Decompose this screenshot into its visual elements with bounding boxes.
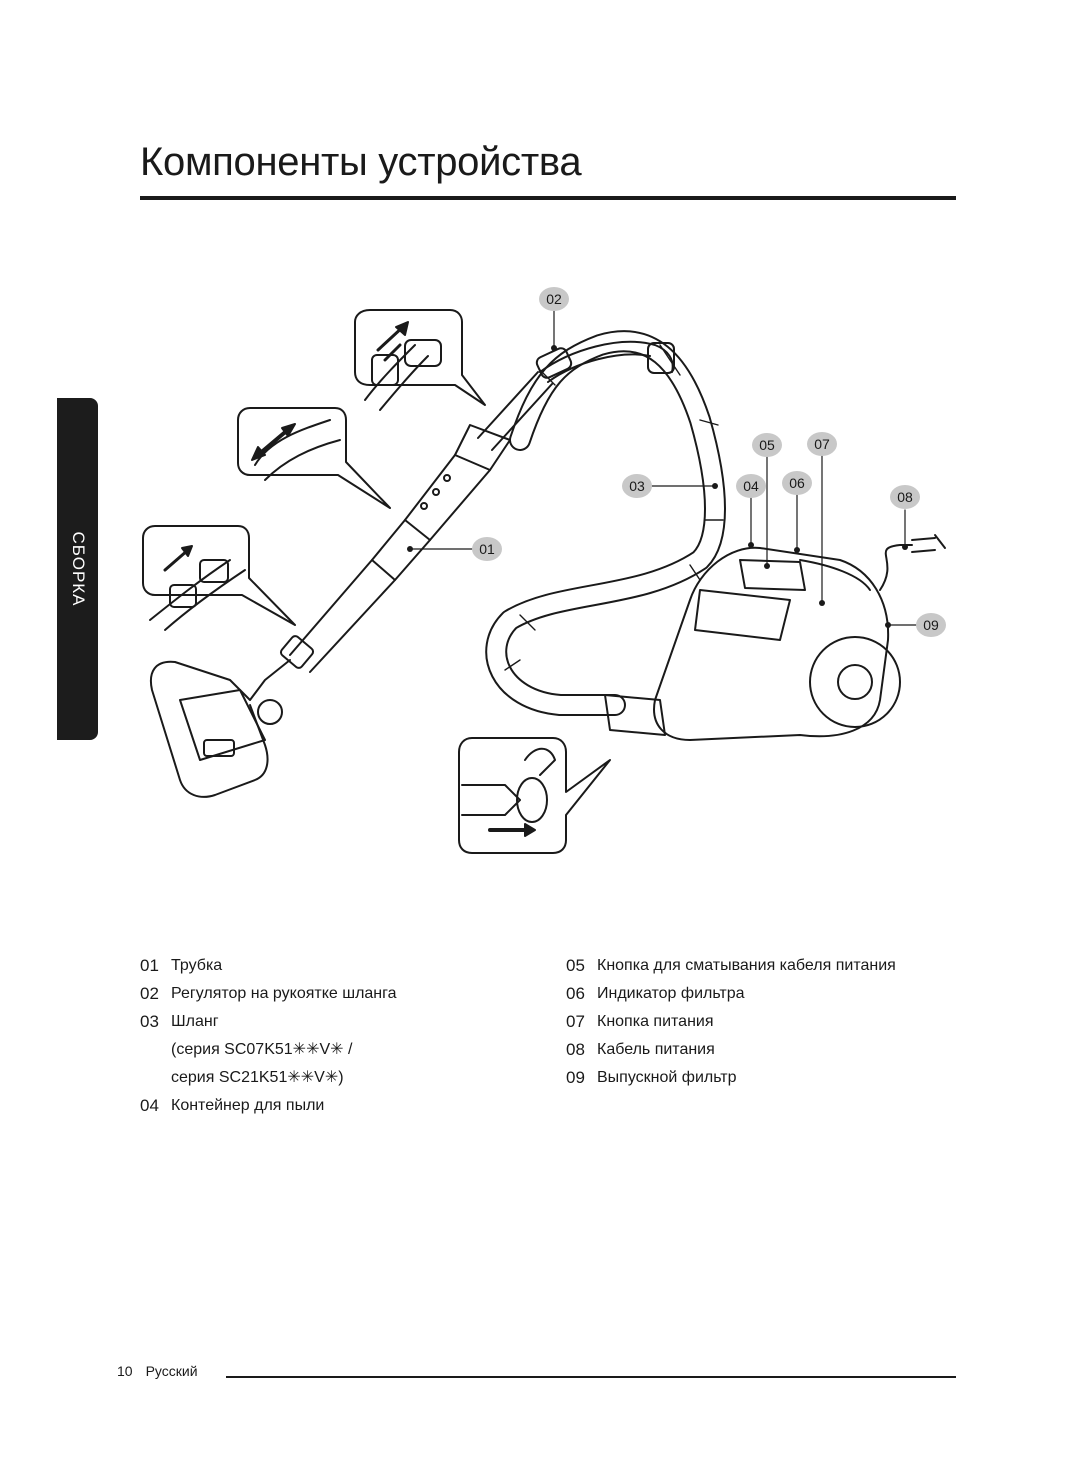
callout-09: 09	[916, 613, 946, 637]
callout-badges: 02 01 03 04 05 06 07 08 09	[472, 287, 946, 637]
leader-lines	[409, 310, 919, 626]
legend-label: Кабель питания	[597, 1041, 715, 1058]
legend-sublabel: (серия SC07K51✳✳V✳ /	[171, 1041, 353, 1058]
footer-language: Русский	[145, 1363, 198, 1379]
vacuum-diagram: 02 01 03 04 05 06 07 08 09	[142, 287, 946, 854]
legend-number: 09	[566, 1068, 585, 1087]
callout-06: 06	[782, 471, 812, 495]
legend-number: 06	[566, 984, 585, 1003]
svg-text:05: 05	[759, 437, 775, 453]
legend-sublabel: серия SC21K51✳✳V✳)	[171, 1069, 344, 1086]
callout-07: 07	[807, 432, 837, 456]
legend-item: 06 Индикатор фильтра	[566, 980, 966, 1008]
legend-item: 04 Контейнер для пыли	[140, 1092, 500, 1120]
legend-number: 05	[566, 956, 585, 975]
legend-item: 09 Выпускной фильтр	[566, 1064, 966, 1092]
section-tab: СБОРКА	[57, 398, 98, 740]
svg-text:01: 01	[479, 541, 495, 557]
svg-text:04: 04	[743, 478, 759, 494]
inset-handle-attach	[354, 309, 486, 411]
legend-label: Контейнер для пыли	[171, 1097, 325, 1114]
legend-item: 02 Регулятор на рукоятке шланга	[140, 980, 500, 1008]
footer-rule	[226, 1376, 956, 1378]
legend-item: 05 Кнопка для сматывания кабеля питания	[566, 952, 966, 980]
legend-number: 02	[140, 984, 159, 1003]
callout-08: 08	[890, 485, 920, 509]
legend-item: 01 Трубка	[140, 952, 500, 980]
callout-02: 02	[539, 287, 569, 311]
svg-text:03: 03	[629, 478, 645, 494]
legend-label: Кнопка для сматывания кабеля питания	[597, 957, 896, 974]
svg-text:08: 08	[897, 489, 913, 505]
legend-number: 04	[140, 1096, 159, 1115]
legend-label: Регулятор на рукоятке шланга	[171, 985, 397, 1002]
page-footer: 10 Русский	[117, 1363, 198, 1379]
nozzle-illustration	[150, 659, 291, 798]
legend-label: Кнопка питания	[597, 1013, 714, 1030]
tube-illustration	[279, 371, 553, 673]
inset-hose-attach	[458, 737, 611, 854]
svg-text:06: 06	[789, 475, 805, 491]
callout-05: 05	[752, 433, 782, 457]
callout-04: 04	[736, 474, 766, 498]
hose-illustration	[485, 330, 726, 716]
svg-text:02: 02	[546, 291, 562, 307]
legend-label: Выпускной фильтр	[597, 1069, 737, 1086]
legend-label: Трубка	[171, 957, 223, 974]
legend-label: Шланг	[171, 1013, 219, 1030]
vacuum-body-illustration	[604, 534, 946, 741]
legend-item: 07 Кнопка питания	[566, 1008, 966, 1036]
legend-item: 08 Кабель питания	[566, 1036, 966, 1064]
legend-label-group: Шланг (серия SC07K51✳✳V✳ / серия SC21K51…	[171, 1008, 500, 1092]
page-title: Компоненты устройства	[140, 140, 582, 184]
legend-label: Индикатор фильтра	[597, 985, 745, 1002]
legend-right: 05 Кнопка для сматывания кабеля питания …	[566, 952, 966, 1092]
page-number: 10	[117, 1363, 133, 1379]
legend-number: 03	[140, 1012, 159, 1031]
legend-number: 01	[140, 956, 159, 975]
legend-left: 01 Трубка 02 Регулятор на рукоятке шланг…	[140, 952, 500, 1120]
legend-item: 03 Шланг (серия SC07K51✳✳V✳ / серия SC21…	[140, 1008, 500, 1092]
callout-03: 03	[622, 474, 652, 498]
callout-01: 01	[472, 537, 502, 561]
legend-number: 07	[566, 1012, 585, 1031]
inset-telescopic-tube	[237, 407, 391, 509]
svg-text:07: 07	[814, 436, 830, 452]
legend-number: 08	[566, 1040, 585, 1059]
title-rule	[140, 196, 956, 200]
svg-text:09: 09	[923, 617, 939, 633]
inset-nozzle-attach	[142, 525, 296, 631]
